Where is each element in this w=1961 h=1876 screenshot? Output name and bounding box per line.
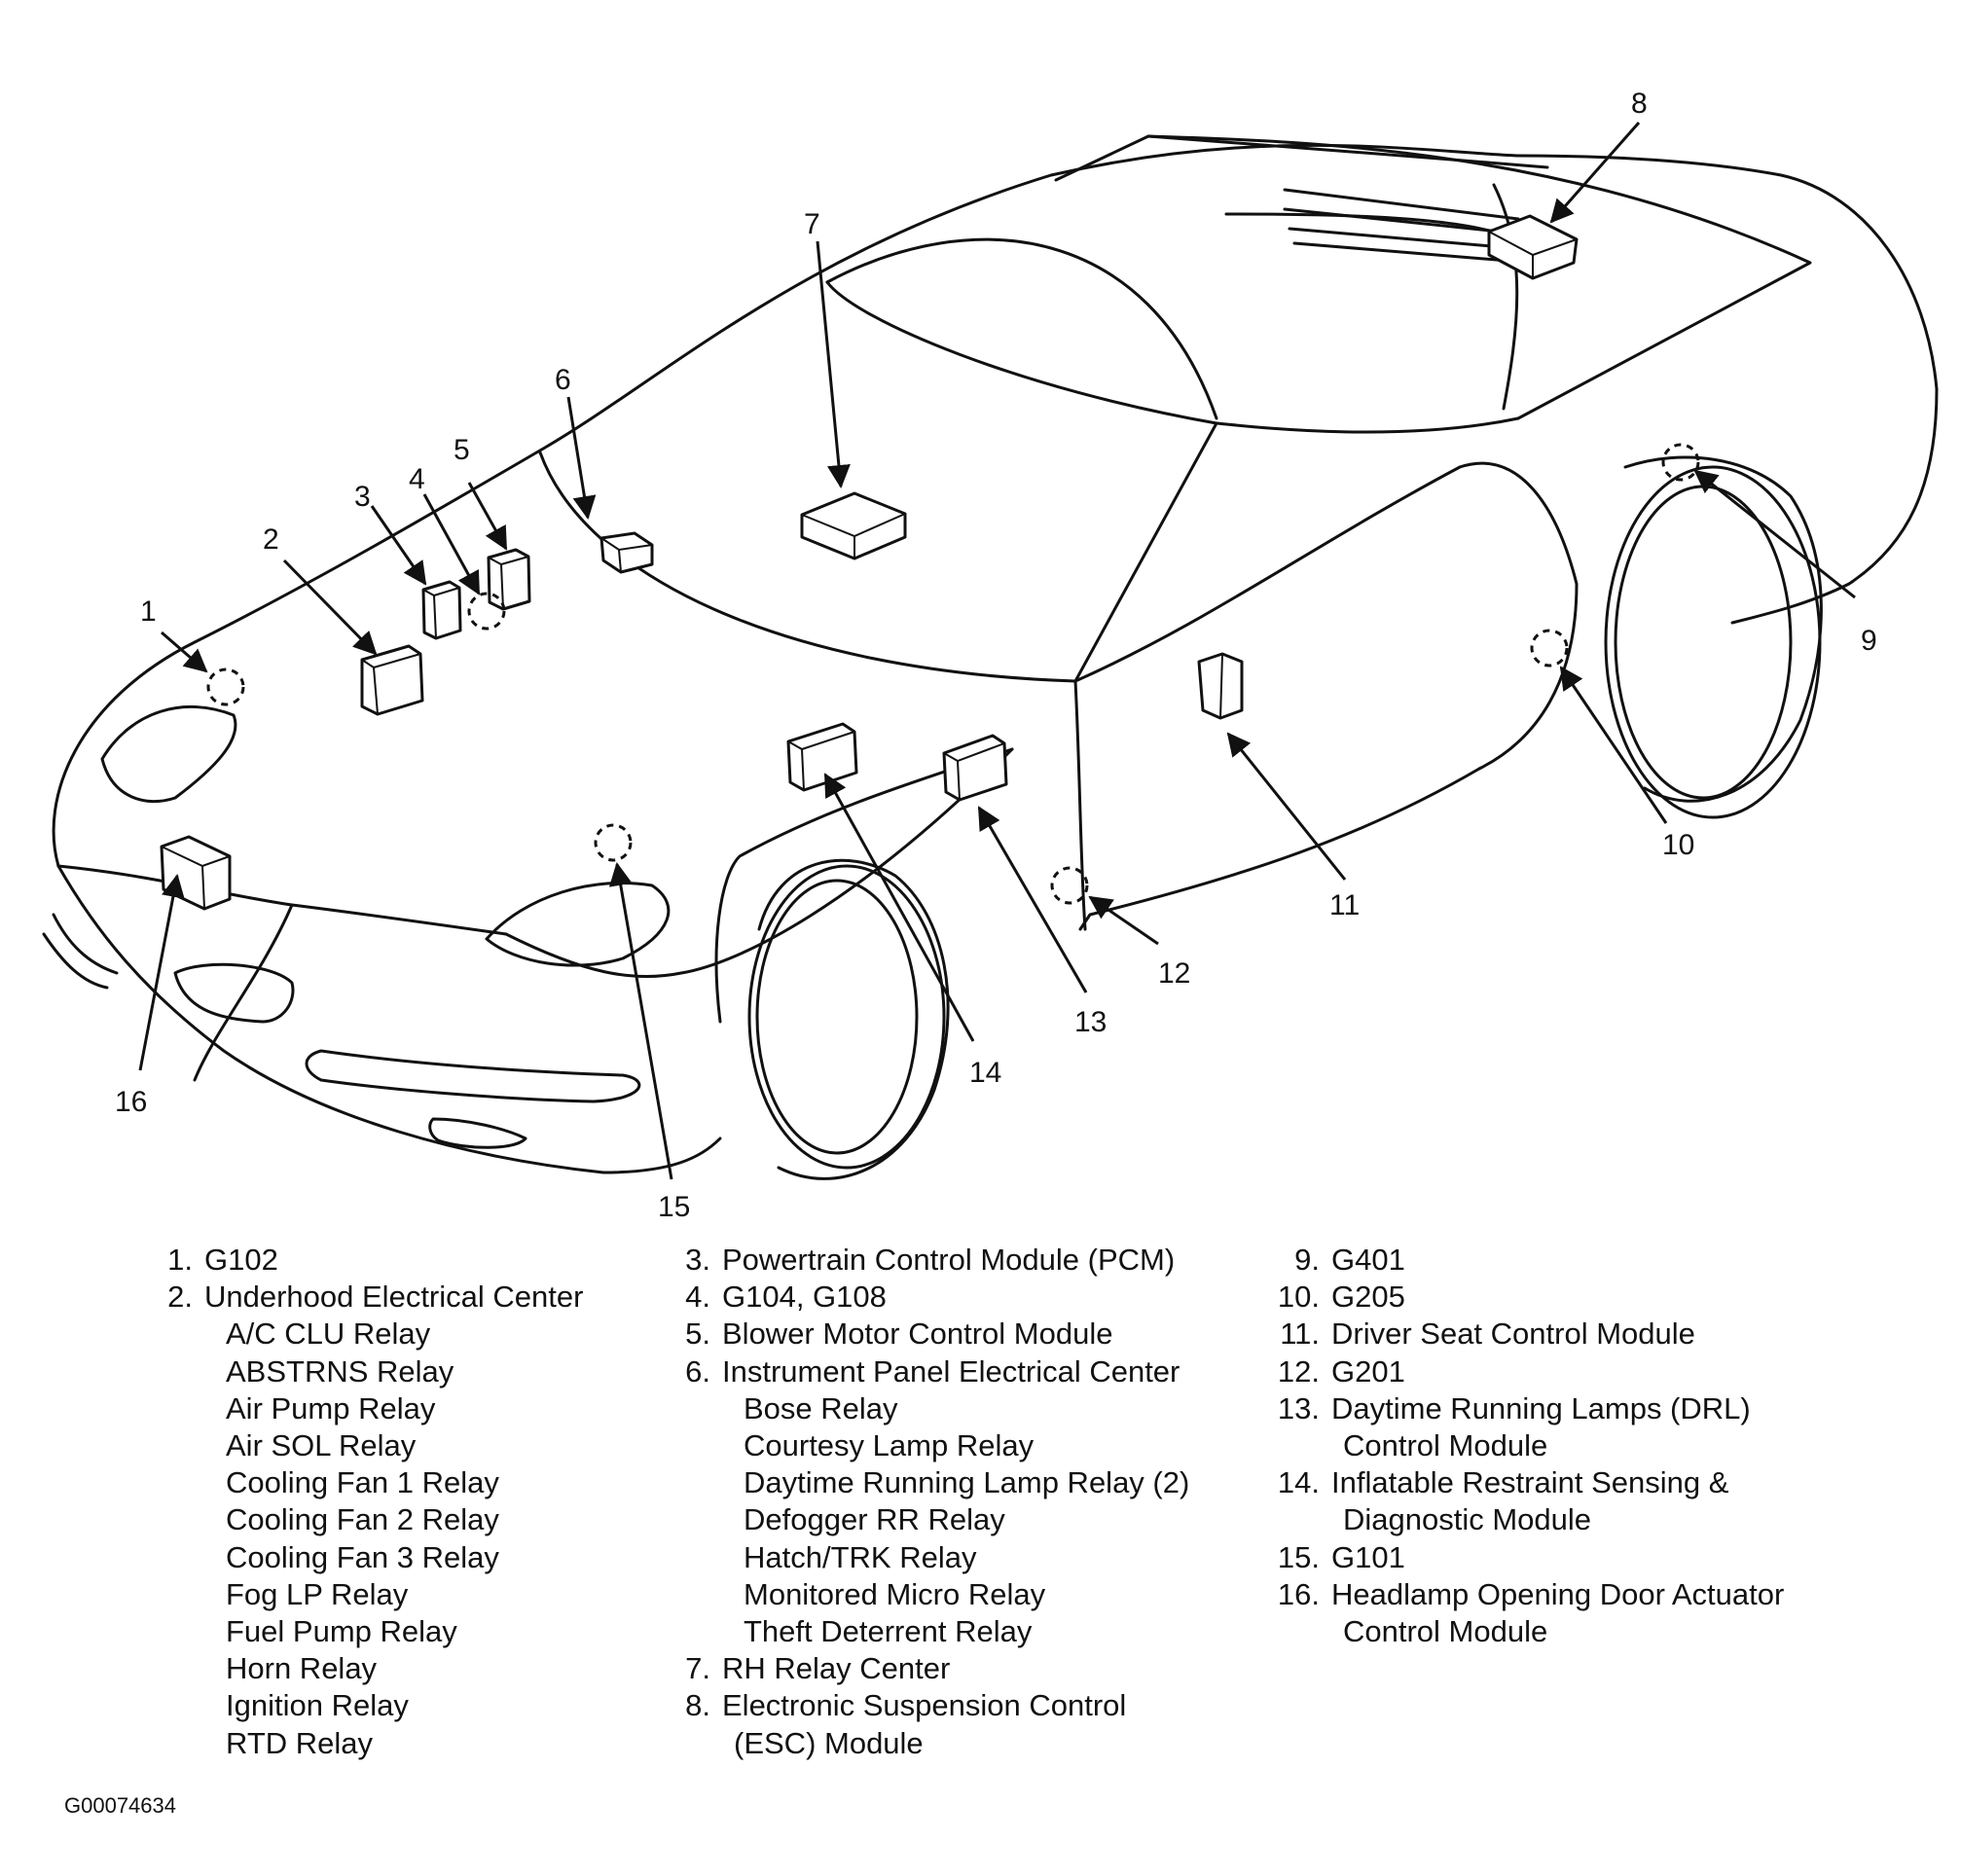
leader-arrow-14 (823, 773, 975, 1042)
legend-item-16-continued: Control Module (1343, 1614, 1548, 1649)
callout-2: 2 (263, 523, 279, 556)
car-body-outline (42, 134, 1939, 1180)
callout-13: 13 (1074, 1006, 1107, 1038)
leader-arrow-12 (1088, 895, 1159, 946)
callout-16: 16 (115, 1086, 147, 1118)
legend-column-2: 3.Powertrain Control Module (PCM) 4.G104… (664, 1242, 1189, 1762)
component-boxes (160, 214, 1579, 911)
leader-arrow-10 (1559, 666, 1668, 824)
legend-item-8: 8.Electronic Suspension Control (685, 1688, 1127, 1723)
legend-item-10: 10.G205 (1277, 1280, 1405, 1315)
component-box-3 (421, 580, 462, 640)
legend-item-6: 6.Instrument Panel Electrical Center (685, 1353, 1180, 1389)
leader-arrow-11 (1226, 732, 1347, 881)
legend-item-16: 16.Headlamp Opening Door Actuator (1277, 1576, 1785, 1611)
legend-subitem: A/C CLU Relay (226, 1317, 431, 1352)
legend-column-1: 1.G102 2.Underhood Electrical Center A/C… (146, 1242, 583, 1762)
legend-item-1: 1.G102 (167, 1243, 278, 1277)
leader-arrow-3 (370, 505, 427, 586)
component-box-11 (1197, 652, 1244, 720)
legend-item-3: 3.Powertrain Control Module (PCM) (685, 1243, 1176, 1277)
legend-subitem: Ignition Relay (226, 1688, 409, 1723)
legend-item-14: 14.Inflatable Restraint Sensing & (1277, 1465, 1729, 1500)
legend-subitem: Monitored Micro Relay (744, 1576, 1046, 1611)
legend-item-13: 13.Daytime Running Lamps (DRL) (1277, 1390, 1751, 1425)
ground-point-4 (467, 592, 506, 631)
legend-subitem: Bose Relay (744, 1390, 898, 1425)
legend-subitem: Fog LP Relay (226, 1576, 409, 1611)
legend-subitem: Courtesy Lamp Relay (744, 1428, 1035, 1463)
component-box-13 (942, 734, 1008, 802)
legend-subitem: ABSTRNS Relay (226, 1353, 454, 1389)
component-box-2 (360, 644, 424, 716)
callout-labels: 1 2 3 4 5 6 7 8 9 10 11 12 13 14 15 16 (115, 88, 1877, 1223)
legend-subitem: Theft Deterrent Relay (744, 1614, 1033, 1649)
legend-item-8-continued: (ESC) Module (734, 1725, 924, 1760)
callout-10: 10 (1662, 829, 1694, 861)
callout-7: 7 (804, 208, 820, 240)
callout-14: 14 (969, 1057, 1001, 1089)
ground-point-12 (1050, 866, 1089, 905)
legend-item-13-continued: Control Module (1343, 1428, 1548, 1463)
legend-item-5: 5.Blower Motor Control Module (685, 1317, 1113, 1352)
leader-arrow-16 (138, 874, 185, 1071)
leader-arrow-5 (467, 482, 508, 551)
legend-subitem: Cooling Fan 2 Relay (226, 1502, 499, 1537)
callout-6: 6 (555, 364, 571, 396)
legend-column-3: 9.G401 10.G205 11.Driver Seat Control Mo… (1273, 1242, 1784, 1650)
leader-arrow-6 (566, 396, 597, 520)
leader-arrow-9 (1693, 469, 1856, 599)
legend-item-7: 7.RH Relay Center (685, 1651, 951, 1686)
leader-arrow-8 (1549, 122, 1641, 224)
legend-subitem: Horn Relay (226, 1651, 378, 1686)
component-box-14 (786, 722, 858, 792)
legend-item-14-continued: Diagnostic Module (1343, 1502, 1592, 1537)
legend-subitem: RTD Relay (226, 1725, 374, 1760)
legend-item-11: 11.Driver Seat Control Module (1280, 1317, 1695, 1352)
component-box-6 (599, 531, 654, 574)
leader-arrow-13 (977, 806, 1088, 993)
component-box-5 (487, 548, 531, 611)
legend-item-4: 4.G104, G108 (685, 1280, 887, 1315)
callout-11: 11 (1329, 889, 1360, 921)
leader-arrow-2 (282, 559, 378, 656)
callout-8: 8 (1631, 88, 1648, 120)
leader-arrows (138, 122, 1856, 1180)
callout-4: 4 (409, 463, 425, 495)
ground-point-15 (594, 823, 633, 862)
legend-subitem: Cooling Fan 3 Relay (226, 1539, 499, 1574)
legend-item-9: 9.G401 (1294, 1243, 1405, 1277)
legend-subitem: Air SOL Relay (226, 1428, 417, 1463)
callout-5: 5 (454, 434, 470, 466)
legend-subitem: Daytime Running Lamp Relay (2) (744, 1465, 1190, 1500)
component-box-7 (800, 491, 907, 560)
legend-item-2: 2.Underhood Electrical Center (167, 1280, 584, 1315)
legend-subitem: Air Pump Relay (226, 1390, 436, 1425)
callout-1: 1 (140, 595, 157, 628)
legend-item-12: 12.G201 (1277, 1353, 1405, 1389)
leader-arrow-15 (608, 862, 673, 1180)
legend-item-15: 15.G101 (1277, 1539, 1405, 1574)
callout-12: 12 (1158, 957, 1190, 990)
component-box-8 (1487, 214, 1579, 280)
ground-point-1 (206, 667, 245, 706)
leader-arrow-4 (422, 493, 481, 595)
ground-points (206, 443, 1700, 905)
callout-3: 3 (354, 481, 371, 513)
callout-9: 9 (1861, 625, 1877, 657)
legend-subitem: Defogger RR Relay (744, 1502, 1005, 1537)
legend-subitem: Hatch/TRK Relay (744, 1539, 977, 1574)
callout-15: 15 (658, 1191, 690, 1223)
legend-subitem: Cooling Fan 1 Relay (226, 1465, 499, 1500)
leader-arrow-1 (161, 631, 208, 673)
car-component-locator-diagram: 1 2 3 4 5 6 7 8 9 10 11 12 13 14 15 16 (42, 88, 1939, 1223)
ground-point-10 (1530, 629, 1569, 667)
legend-subitem: Fuel Pump Relay (226, 1614, 457, 1649)
leader-arrow-7 (816, 240, 851, 488)
figure-id: G00074634 (64, 1793, 176, 1818)
ground-point-9 (1661, 443, 1700, 482)
